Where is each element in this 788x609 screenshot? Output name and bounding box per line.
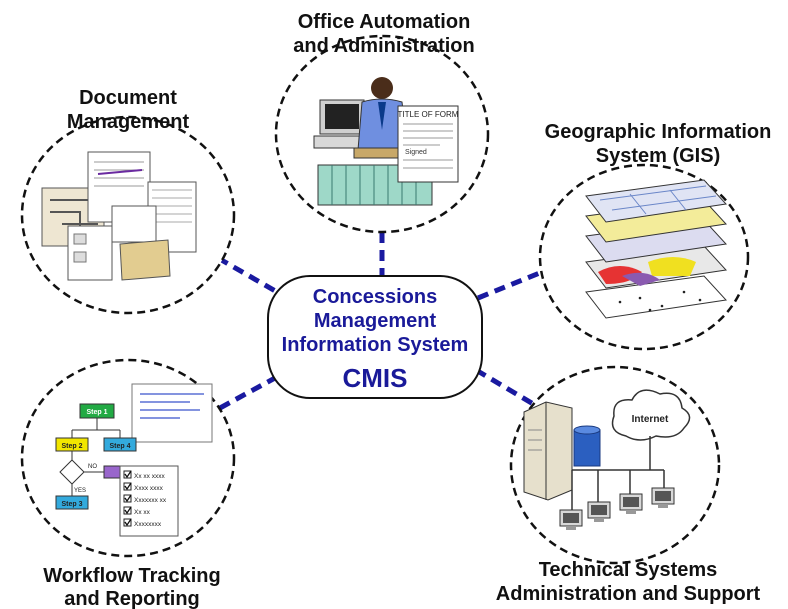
technical-title-line1: Technical Systems <box>539 559 718 581</box>
center-hub <box>267 275 483 399</box>
checklist-item: Xx xx <box>134 509 151 516</box>
gis-illustration <box>585 179 728 319</box>
gis-title-line1: Geographic Information <box>545 121 772 143</box>
center-acronym: CMIS <box>342 363 408 393</box>
office-title-line2: and Administration <box>293 35 474 57</box>
monitor-screen <box>591 505 607 515</box>
checklist-checkbox <box>123 482 132 491</box>
checklist-item: Xx xx xxxx <box>134 473 165 480</box>
document-title-line2: Management <box>67 111 190 133</box>
step4-label: Step 4 <box>109 443 130 450</box>
document-illustration <box>41 151 197 281</box>
checklist-checkbox <box>123 494 132 503</box>
connector-document <box>216 255 286 299</box>
checklist-item: Xxxxxxx xx <box>134 497 167 504</box>
center-title: Concessions Management Information Syste… <box>272 285 478 395</box>
gis-title-line2: System (GIS) <box>596 145 720 167</box>
center-line1: Concessions <box>312 286 438 308</box>
workflow-title-line1: Workflow Tracking <box>43 565 220 587</box>
check-icon <box>124 470 132 479</box>
checklist-checkbox <box>123 470 132 479</box>
form-title: TITLE OF FORM <box>398 110 459 119</box>
workflow-title-line2: and Reporting <box>64 588 200 609</box>
check-icon <box>124 518 132 527</box>
office-illustration: TITLE OF FORM Signed <box>313 77 459 206</box>
checklist-checkbox <box>123 506 132 515</box>
checklist-item: Xxxxxxxx <box>134 521 162 528</box>
monitor-stand <box>658 505 668 508</box>
document-title-line1: Document <box>79 87 177 109</box>
connector-technical <box>474 367 542 411</box>
no-label: NO <box>88 464 97 470</box>
monitor-stand <box>626 511 636 514</box>
center-line2: Management <box>313 310 437 332</box>
workflow-illustration: Step 1 Step 2 Step 4 NO YES Step 3 Xx xx… <box>55 383 213 537</box>
center-line3: Information System <box>281 334 469 356</box>
checklist-item: Xxxx xxxx <box>134 485 164 492</box>
connector-gis <box>477 265 553 301</box>
workstations <box>559 487 675 530</box>
monitor-screen <box>623 497 639 507</box>
step1-label: Step 1 <box>86 409 107 416</box>
yes-label: YES <box>74 488 86 494</box>
monitor-screen <box>563 513 579 523</box>
internet-label: Internet <box>632 414 669 425</box>
technical-illustration: Internet <box>523 389 691 530</box>
technical-title-line2: Administration and Support <box>496 583 761 605</box>
check-icon <box>124 482 132 491</box>
step3-label: Step 3 <box>61 501 82 508</box>
step2-label: Step 2 <box>61 443 82 450</box>
form-sign: Signed <box>405 149 427 156</box>
monitor-stand <box>594 519 604 522</box>
check-icon <box>124 506 132 515</box>
check-icon <box>124 494 132 503</box>
monitor-stand <box>566 527 576 530</box>
checklist-checkbox <box>123 518 132 527</box>
office-title-line1: Office Automation <box>298 11 471 33</box>
monitor-screen <box>655 491 671 501</box>
